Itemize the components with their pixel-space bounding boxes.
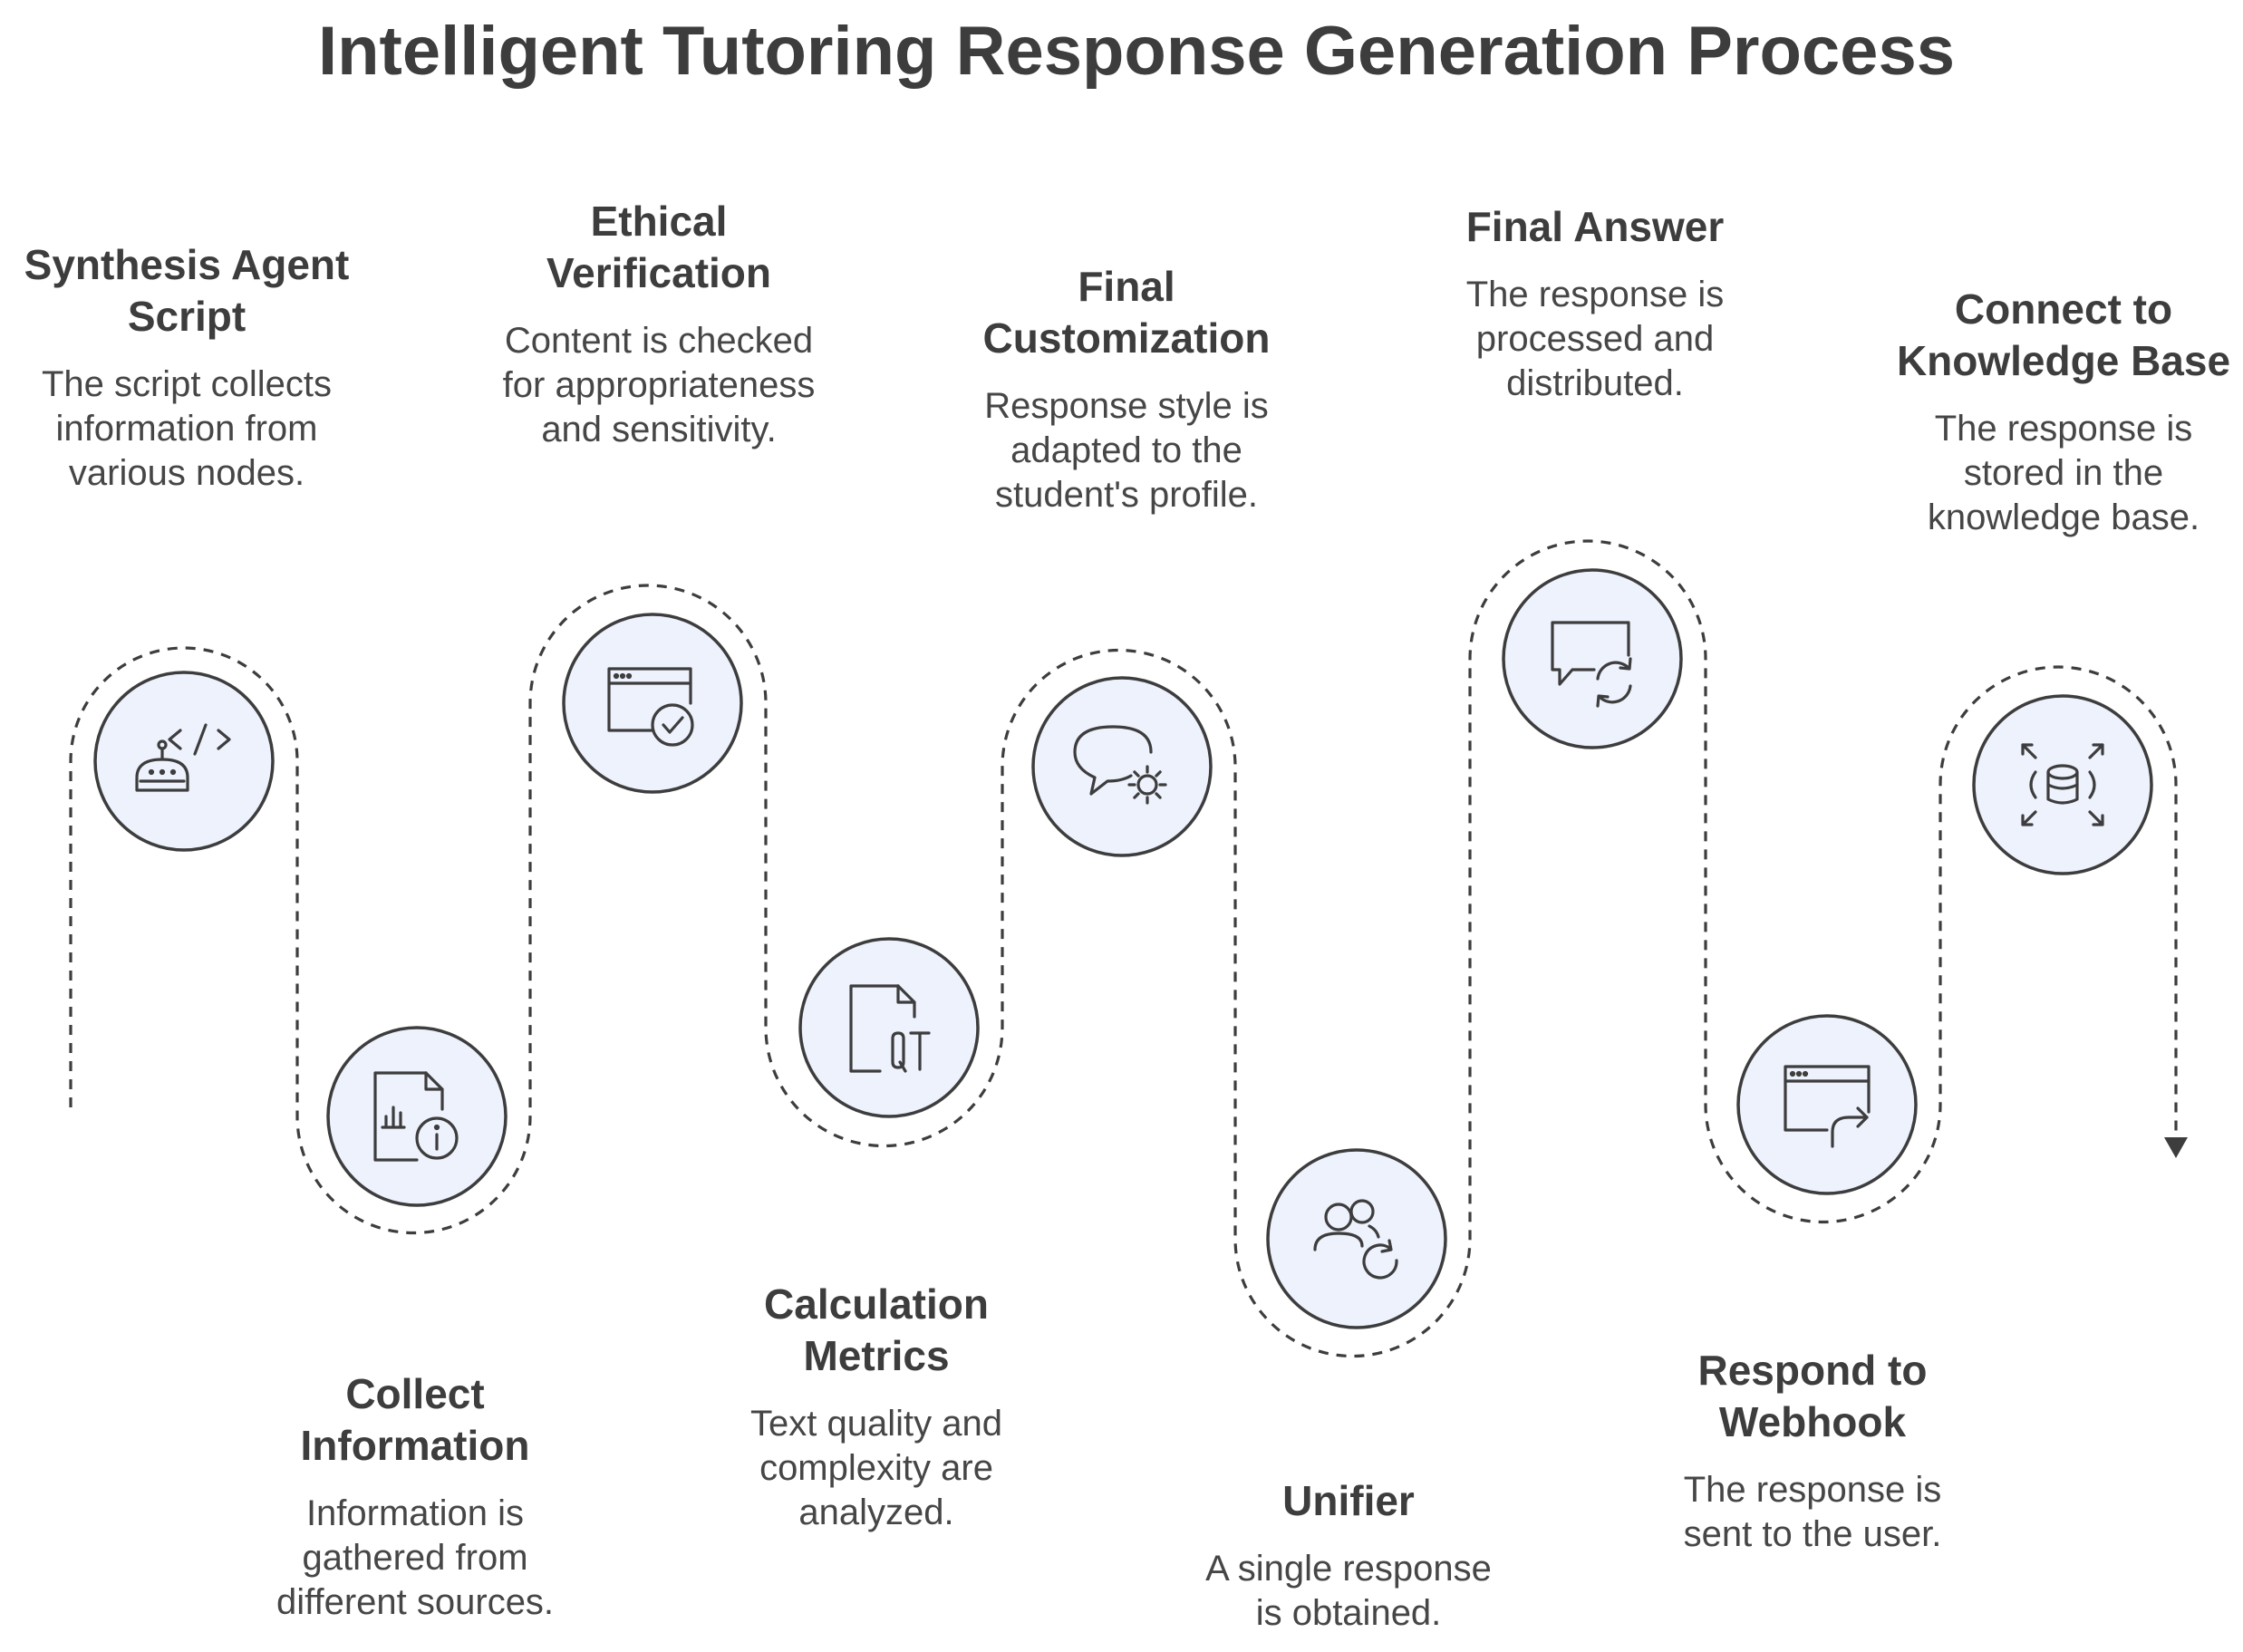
step-description: for appropriateness: [503, 365, 816, 405]
step-description: is obtained.: [1256, 1593, 1442, 1633]
step-node-1: [93, 671, 275, 852]
diagram-title: Intelligent Tutoring Response Generation…: [318, 13, 1955, 90]
step-title: Final Answer: [1466, 203, 1725, 250]
step-description: processed and: [1476, 319, 1714, 359]
step-title: Script: [128, 293, 246, 340]
step-node-2: [326, 1026, 508, 1207]
step-title: Metrics: [803, 1332, 949, 1379]
step-description: The response is: [1684, 1470, 1942, 1510]
step-description: Information is: [306, 1493, 524, 1533]
flow-end-arrow-icon: [2164, 1137, 2188, 1158]
node-circle: [93, 671, 275, 852]
step-description: Content is checked: [505, 321, 813, 361]
step-title: Unifier: [1282, 1477, 1415, 1524]
step-description: adapted to the: [1010, 430, 1242, 470]
step-description: student's profile.: [995, 475, 1258, 515]
step-node-9: [1972, 694, 2153, 875]
file-qt-icon: [849, 984, 931, 1073]
step-description: stored in the: [1964, 453, 2163, 493]
step-description: and sensitivity.: [541, 410, 776, 449]
step-title: Information: [301, 1422, 530, 1469]
node-circle: [562, 613, 743, 794]
step-title: Respond to: [1698, 1347, 1928, 1394]
step-description: Response style is: [984, 386, 1268, 426]
step-title: Ethical: [591, 198, 728, 245]
step-title: Collect: [345, 1370, 484, 1417]
step-description: complexity are: [759, 1448, 993, 1488]
node-circle: [326, 1026, 508, 1207]
step-description: knowledge base.: [1928, 498, 2199, 537]
message-refresh-icon: [1551, 621, 1632, 708]
node-layer: [93, 568, 2153, 1329]
browser-redirect-icon: [1784, 1065, 1871, 1148]
chat-gear-icon: [1073, 725, 1167, 805]
step-node-7: [1502, 568, 1683, 749]
step-description: sent to the user.: [1684, 1514, 1942, 1554]
connector-path: [69, 539, 2188, 1358]
step-title: Verification: [546, 249, 771, 296]
step-description: The response is: [1466, 275, 1725, 314]
step-description: The script collects: [42, 364, 332, 404]
step-description: different sources.: [276, 1582, 554, 1622]
document-chart-info-icon: [373, 1071, 459, 1162]
step-title: Final: [1078, 263, 1175, 310]
step-description: various nodes.: [69, 453, 305, 493]
users-refresh-icon: [1313, 1199, 1398, 1280]
node-circle: [1972, 694, 2153, 875]
step-title: Calculation: [764, 1280, 989, 1328]
dashed-flow-line: [69, 539, 2178, 1358]
step-description: gathered from: [302, 1538, 527, 1578]
step-node-3: [562, 613, 743, 794]
step-node-6: [1266, 1148, 1447, 1329]
step-description: information from: [56, 409, 318, 449]
database-expand-icon: [2021, 743, 2104, 826]
step-title: Connect to: [1955, 285, 2172, 333]
step-node-5: [1031, 676, 1213, 857]
node-circle: [1031, 676, 1213, 857]
step-description: Text quality and: [750, 1404, 1002, 1444]
step-title: Synthesis Agent: [24, 241, 350, 288]
node-circle: [1266, 1148, 1447, 1329]
step-description: The response is: [1935, 409, 2193, 449]
browser-check-icon: [607, 667, 694, 747]
node-circle: [1502, 568, 1683, 749]
step-node-4: [798, 937, 980, 1118]
step-description: distributed.: [1506, 363, 1684, 403]
step-title: Customization: [983, 314, 1271, 362]
step-description: analyzed.: [798, 1493, 953, 1532]
node-circle: [798, 937, 980, 1118]
step-description: A single response: [1205, 1549, 1492, 1589]
step-node-8: [1736, 1014, 1918, 1195]
node-circle: [1736, 1014, 1918, 1195]
step-title: Webhook: [1719, 1398, 1907, 1445]
robot-code-icon: [135, 723, 231, 792]
step-title: Knowledge Base: [1897, 337, 2230, 384]
